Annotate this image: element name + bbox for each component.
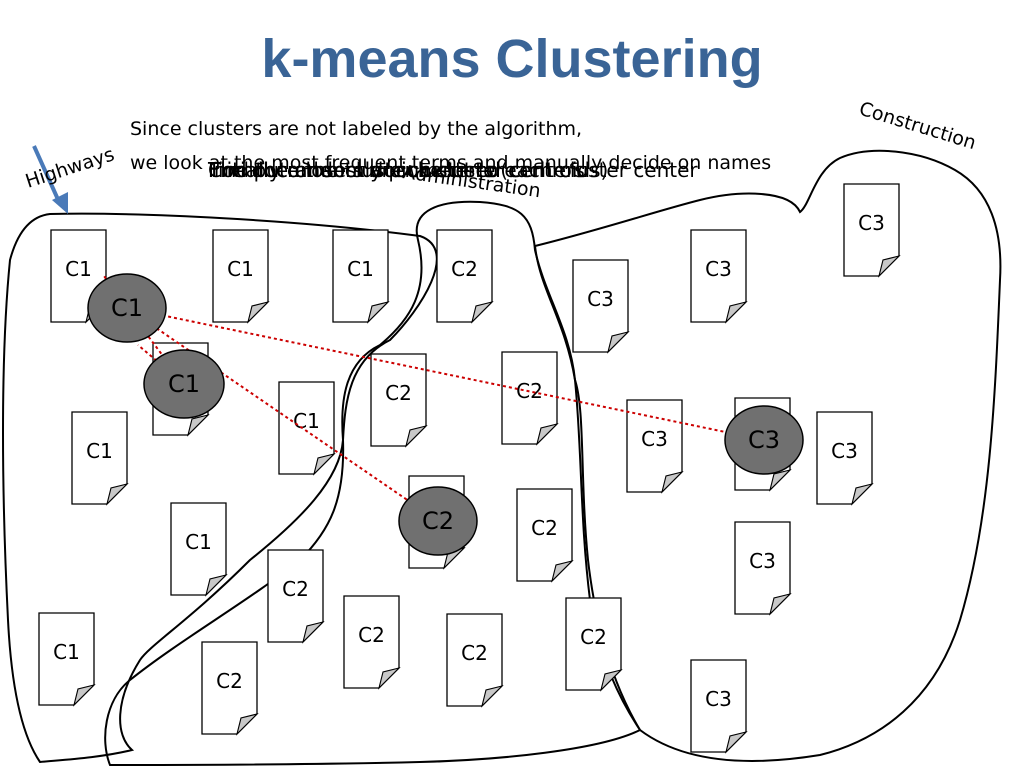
document-fold — [877, 254, 901, 278]
overlapping-animation-text-3: Compute the cluster centers (centroids) — [208, 158, 609, 182]
cluster-label-construction: Construction — [857, 98, 979, 154]
document-fold — [235, 712, 259, 736]
document-fold — [312, 452, 336, 476]
caption-line-2: we look at the most frequent terms and m… — [130, 152, 772, 174]
document-label: C3 — [705, 257, 732, 281]
document-icon: C1 — [170, 502, 228, 597]
document-label: C2 — [531, 516, 558, 540]
document-label: C3 — [749, 549, 776, 573]
cluster-label-administration: Administration — [401, 161, 542, 202]
document-fold — [535, 422, 559, 446]
document-fold — [366, 300, 390, 324]
centroid-marker: C1 — [143, 349, 225, 419]
document-icon: C3 — [690, 229, 748, 324]
centroid-label: C1 — [168, 370, 200, 398]
centroid-marker: C1 — [87, 273, 167, 343]
highways-arrow — [32, 145, 62, 205]
document-icon: C2 — [446, 613, 504, 708]
centroid-label: C3 — [748, 426, 780, 454]
centroid-label: C1 — [111, 294, 143, 322]
document-fold — [72, 683, 96, 707]
document-icon: C3 — [690, 659, 748, 754]
document-label: C2 — [580, 625, 607, 649]
document-fold — [105, 482, 129, 506]
centroid-circle — [87, 273, 167, 343]
document-label: C1 — [293, 409, 320, 433]
slide-title: k-means Clustering — [261, 29, 763, 89]
document-icon: C1 — [212, 229, 270, 324]
document-icon: C2 — [436, 229, 494, 324]
document-fold — [768, 468, 792, 492]
centroid-label: C2 — [422, 507, 454, 535]
cluster-boundary-highways — [2, 212, 438, 764]
document-label: C2 — [451, 257, 478, 281]
document-icon: C2 — [501, 351, 559, 446]
documents-layer: C1C1C1C1C1C1C1C1C2C2C2C2C2C2C2C2C2C2C3C3… — [38, 183, 901, 754]
document-fold — [850, 482, 874, 506]
centroid-circle — [724, 405, 804, 475]
document-icon: C1 — [38, 612, 96, 707]
document-label: C1 — [65, 257, 92, 281]
document-label: C1 — [347, 257, 374, 281]
document-icon: C2 — [565, 597, 623, 692]
cluster-boundary-administration — [104, 200, 642, 767]
document-label: C1 — [53, 640, 80, 664]
document-fold — [724, 730, 748, 754]
document-fold — [470, 300, 494, 324]
document-label: C1 — [227, 257, 254, 281]
document-fold — [599, 668, 623, 692]
document-fold — [377, 666, 401, 690]
document-fold — [606, 330, 630, 354]
document-label: C1 — [185, 530, 212, 554]
document-label: C3 — [705, 687, 732, 711]
document-fold — [301, 620, 325, 644]
document-icon: C2 — [201, 641, 259, 736]
centroid-circle — [143, 349, 225, 419]
document-label: C2 — [358, 623, 385, 647]
overlapping-animation-text-4: Initially randomly pick cluster centers — [208, 158, 585, 182]
centroid-marker: C2 — [398, 486, 478, 556]
document-label: C3 — [641, 427, 668, 451]
centroid-circle — [398, 486, 478, 556]
document-icon: C3 — [572, 259, 630, 354]
highways-arrowhead — [52, 192, 68, 214]
document-label: C1 — [86, 439, 113, 463]
document-label: C3 — [858, 211, 885, 235]
document-fold — [204, 573, 228, 597]
document-icon: C3 — [626, 399, 684, 494]
document-label: C3 — [587, 287, 614, 311]
centroid-link-line — [126, 307, 439, 522]
document-icon: C2 — [370, 353, 428, 448]
document-fold — [660, 470, 684, 494]
centroid-marker: C3 — [724, 405, 804, 475]
centroid-link-line — [126, 307, 765, 441]
document-fold — [550, 559, 574, 583]
overlapping-animation-text-2: Find the closest document to each cluste… — [208, 158, 698, 182]
document-label: C3 — [831, 439, 858, 463]
caption-line-1: Since clusters are not labeled by the al… — [130, 118, 583, 140]
document-icon: C2 — [516, 488, 574, 583]
document-label: C2 — [282, 577, 309, 601]
document-icon: C2 — [343, 595, 401, 690]
document-fold — [246, 300, 270, 324]
document-icon: C3 — [734, 521, 792, 616]
document-fold — [186, 413, 210, 437]
document-label: C2 — [385, 381, 412, 405]
document-icon: C1 — [71, 411, 129, 506]
document-fold — [404, 424, 428, 448]
document-label: C2 — [216, 669, 243, 693]
overlapping-animation-text-1: The documents are clustered — [208, 158, 501, 182]
document-icon: C3 — [816, 411, 874, 506]
document-label: C2 — [461, 641, 488, 665]
document-fold — [768, 592, 792, 616]
document-icon: C1 — [332, 229, 390, 324]
document-fold — [724, 300, 748, 324]
document-fold — [480, 684, 504, 708]
document-icon: C1 — [278, 381, 336, 476]
document-icon: C3 — [843, 183, 901, 278]
document-icon: C2 — [267, 549, 325, 644]
cluster-boundary-construction — [533, 149, 1002, 762]
